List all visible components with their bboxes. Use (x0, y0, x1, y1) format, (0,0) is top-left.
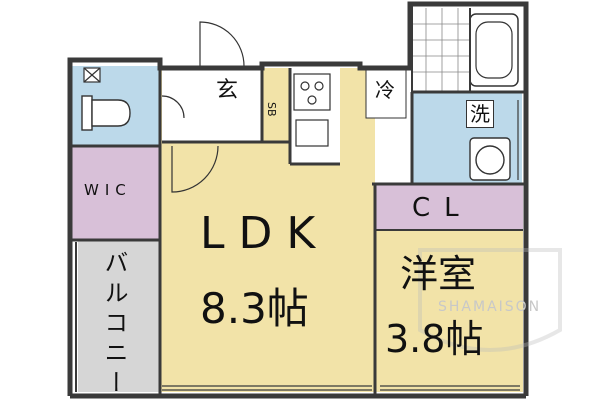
watermark-text: SHAMAISON (438, 299, 542, 315)
vent-icon (83, 67, 101, 83)
wic-label: WIC (84, 181, 132, 199)
stove-icon (293, 73, 331, 111)
western-room-floor (375, 230, 523, 392)
bath-tiles (412, 8, 470, 92)
washer-label: 洗 (466, 100, 494, 128)
closet-cl (375, 184, 523, 230)
fridge-space (365, 69, 407, 119)
balcony-floor (78, 240, 160, 392)
sink-icon (295, 119, 329, 147)
western-room-label: 洋室 (400, 252, 477, 296)
shoe-box-label: SB (265, 102, 278, 117)
toilet-icon (81, 95, 131, 131)
walls (67, 1, 529, 399)
watermark-logo (418, 248, 562, 352)
windows (162, 100, 520, 391)
entrance-floor (162, 68, 262, 142)
walk-in-closet (72, 146, 160, 240)
ldk-area: 8.3帖 (200, 284, 309, 333)
western-room-area: 3.8帖 (385, 317, 484, 361)
balcony-label: バルコニー (100, 250, 128, 400)
entrance-label: 玄 (214, 78, 241, 104)
wash-basin-icon (469, 137, 511, 181)
cl-label: CL (412, 193, 473, 223)
doors (161, 21, 245, 193)
ldk-label: LDK (200, 208, 330, 259)
fridge-label: 冷 (375, 78, 395, 102)
